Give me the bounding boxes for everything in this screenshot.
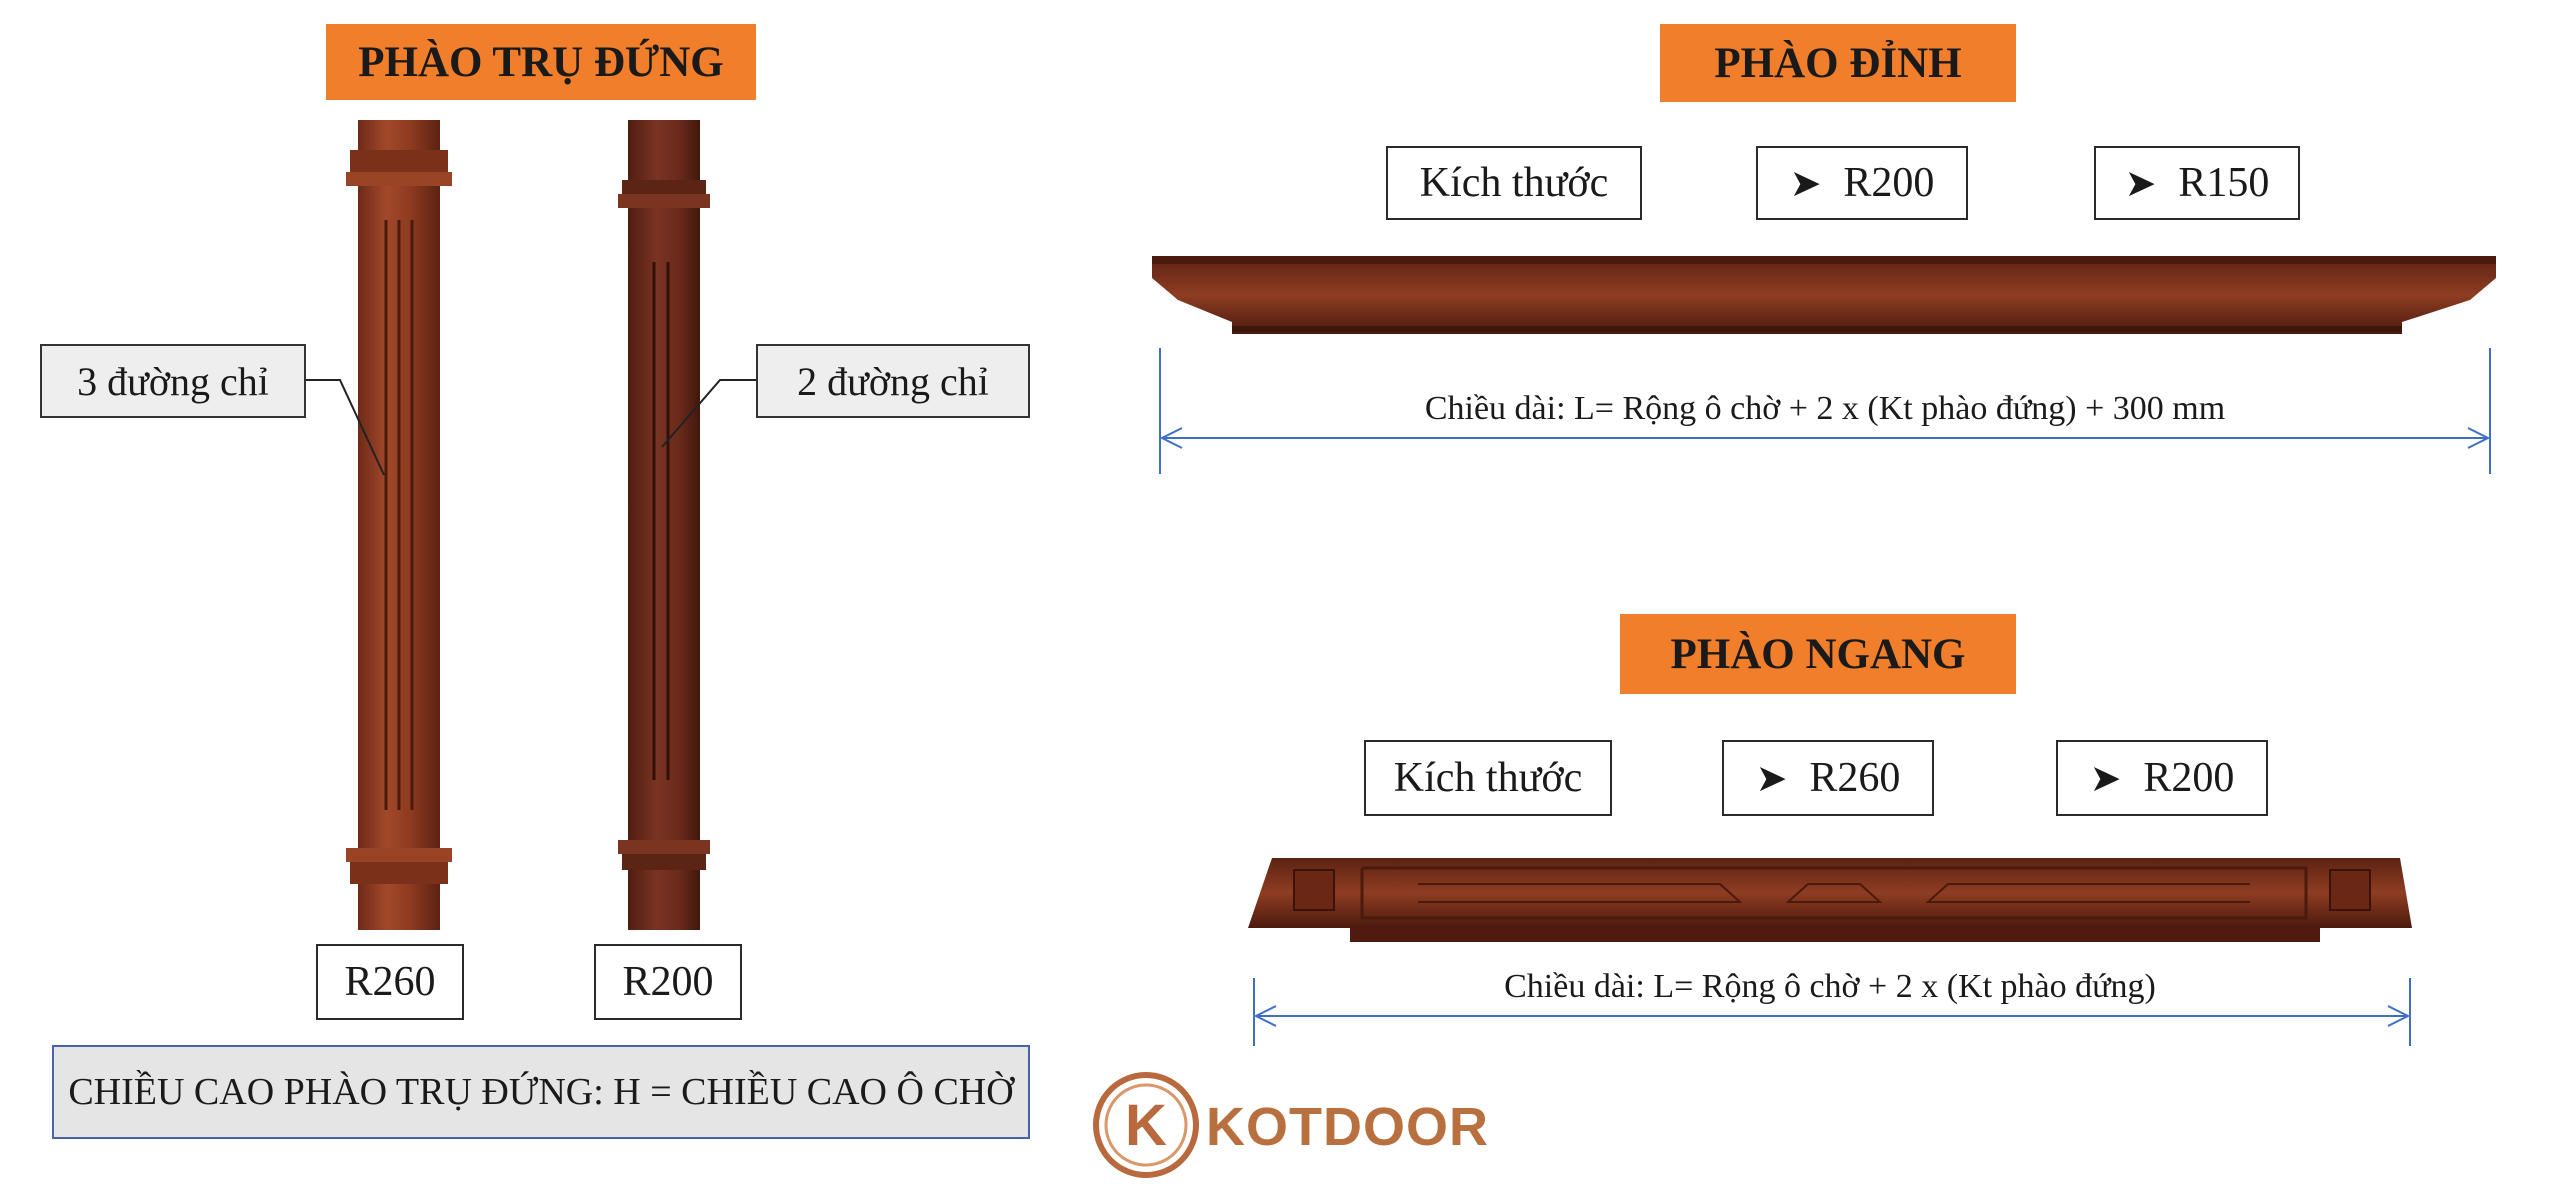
callout-leader-2 <box>661 379 756 448</box>
logo-letter: K <box>1125 1092 1167 1158</box>
horizontal-size-r200-text: R200 <box>2143 755 2235 801</box>
horizontal-dimension-line <box>1253 978 2411 1046</box>
brand-name: KOTDOOR <box>1206 1097 1489 1157</box>
pillar-title: PHÀO TRỤ ĐỨNG <box>326 24 756 100</box>
horizontal-moulding <box>1248 858 2412 942</box>
height-note: CHIỀU CAO PHÀO TRỤ ĐỨNG: H = CHIỀU CAO Ô… <box>52 1045 1030 1139</box>
callout-leader-3 <box>306 379 385 476</box>
horizontal-size-r260: ➤ R260 <box>1722 740 1934 816</box>
callout-three-lines: 3 đường chỉ <box>40 344 306 418</box>
horizontal-size-label: Kích thước <box>1364 740 1612 816</box>
crown-size-r200: ➤ R200 <box>1756 146 1968 220</box>
crown-title: PHÀO ĐỈNH <box>1660 24 2016 102</box>
crown-size-r150: ➤ R150 <box>2094 146 2300 220</box>
crown-length-formula: Chiều dài: L= Rộng ô chờ + 2 x (Kt phào … <box>1424 390 2226 427</box>
arrow-bullet-icon: ➤ <box>1755 756 1788 800</box>
horizontal-title: PHÀO NGANG <box>1620 614 2016 694</box>
crown-moulding <box>1152 256 2496 334</box>
horizontal-length-formula: Chiều dài: L= Rộng ô chờ + 2 x (Kt phào … <box>1504 968 2156 1005</box>
arrow-bullet-icon: ➤ <box>1789 161 1822 205</box>
size-label-r260: R260 <box>316 944 464 1020</box>
crown-size-label: Kích thước <box>1386 146 1642 220</box>
horizontal-size-r200: ➤ R200 <box>2056 740 2268 816</box>
pillar-r200 <box>618 120 710 930</box>
kotdoor-logo-icon <box>1093 1072 1199 1178</box>
horizontal-size-r260-text: R260 <box>1809 755 1901 801</box>
callout-two-lines: 2 đường chỉ <box>756 344 1030 418</box>
pillar-r260 <box>346 120 452 930</box>
crown-dimension-line <box>1159 348 2491 474</box>
crown-size-r150-text: R150 <box>2178 160 2270 206</box>
arrow-bullet-icon: ➤ <box>2124 161 2157 205</box>
crown-size-r200-text: R200 <box>1843 160 1935 206</box>
size-label-r200: R200 <box>594 944 742 1020</box>
arrow-bullet-icon: ➤ <box>2089 756 2122 800</box>
